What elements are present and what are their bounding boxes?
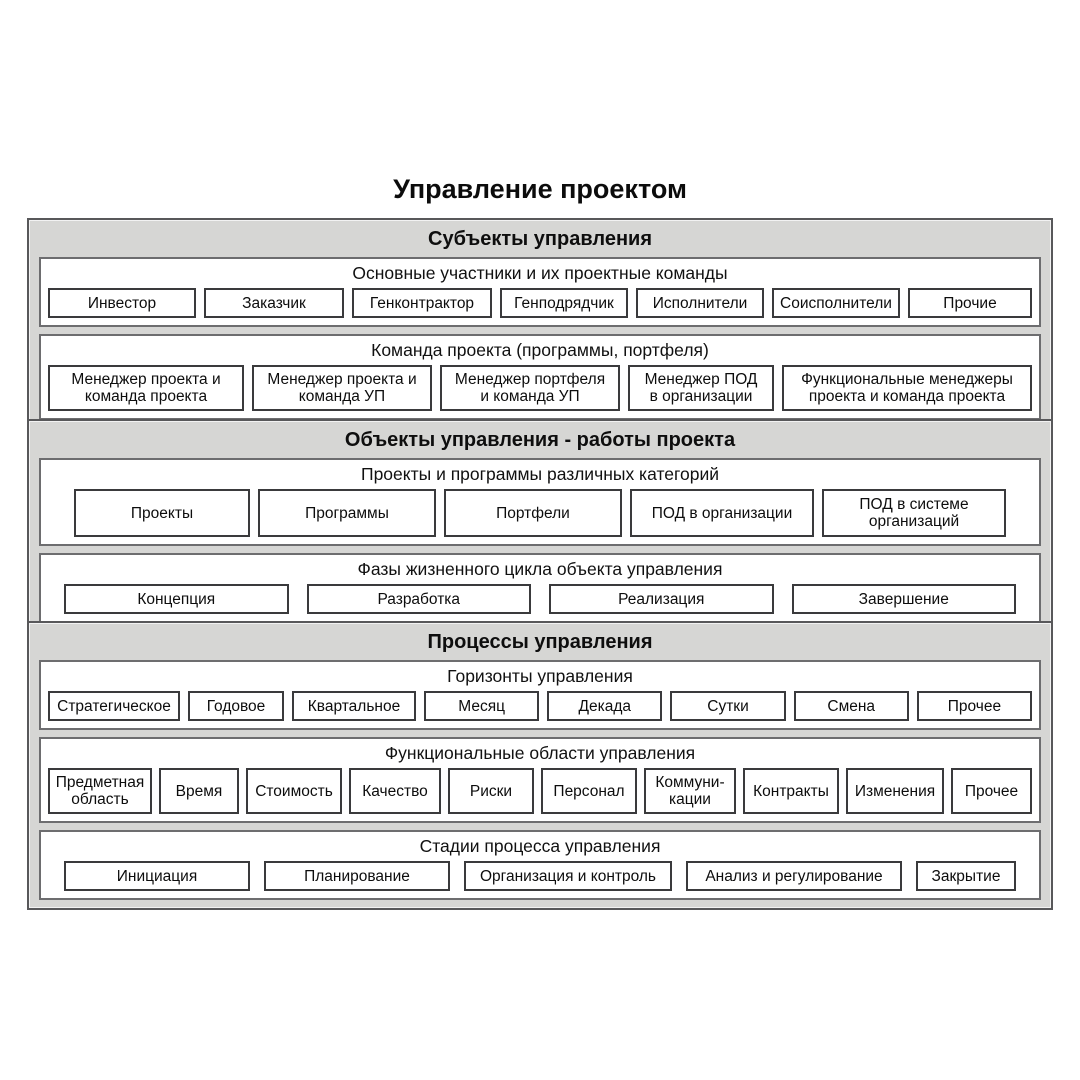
item-stage-planning[interactable]: Планирование xyxy=(264,861,450,891)
group-title-functional-areas: Функциональные области управления xyxy=(384,743,696,763)
item-horizon-quarterly[interactable]: Квартальное xyxy=(292,691,416,721)
section-title-processes: Процессы управления xyxy=(427,631,653,653)
item-genpodryadchik[interactable]: Генподрядчик xyxy=(500,288,628,318)
item-horizon-day[interactable]: Сутки xyxy=(670,691,786,721)
item-stage-closure[interactable]: Закрытие xyxy=(916,861,1016,891)
item-area-personnel[interactable]: Персонал xyxy=(541,768,637,814)
section-subjects: Субъекты управления Основные участники и… xyxy=(27,218,1053,430)
item-functional-managers[interactable]: Функциональные менеджеры проекта и коман… xyxy=(782,365,1032,411)
item-horizon-shift[interactable]: Смена xyxy=(793,691,909,721)
page-title: Управление проектом xyxy=(393,174,687,204)
item-horizon-month[interactable]: Месяц xyxy=(424,691,540,721)
section-processes: Процессы управления Горизонты управления… xyxy=(27,621,1053,910)
item-horizon-decade[interactable]: Декада xyxy=(547,691,663,721)
group-functional-areas: Функциональные области управления Предме… xyxy=(39,737,1041,823)
group-title-process-stages: Стадии процесса управления xyxy=(419,836,661,856)
item-programs[interactable]: Программы xyxy=(258,489,436,537)
item-area-other[interactable]: Прочее xyxy=(951,768,1032,814)
row-projects-programs: Проекты Программы Портфели ПОД в организ… xyxy=(48,489,1032,537)
row-functional-areas: Предметная область Время Стоимость Качес… xyxy=(48,768,1032,814)
item-pod-in-system-of-organizations[interactable]: ПОД в системе организаций xyxy=(822,489,1006,537)
item-area-cost[interactable]: Стоимость xyxy=(246,768,342,814)
item-horizon-annual[interactable]: Годовое xyxy=(188,691,284,721)
item-area-communications[interactable]: Коммуни- кации xyxy=(644,768,736,814)
item-co-performers[interactable]: Соисполнители xyxy=(772,288,900,318)
item-phase-development[interactable]: Разработка xyxy=(306,584,531,614)
group-horizons: Горизонты управления Стратегическое Годо… xyxy=(39,660,1041,730)
section-objects: Объекты управления - работы проекта Прое… xyxy=(27,419,1053,633)
item-portfolios[interactable]: Портфели xyxy=(444,489,622,537)
item-project-manager-and-pm-team[interactable]: Менеджер проекта и команда УП xyxy=(252,365,432,411)
item-phase-concept[interactable]: Концепция xyxy=(64,584,289,614)
row-project-team: Менеджер проекта и команда проекта Менед… xyxy=(48,365,1032,411)
item-area-quality[interactable]: Качество xyxy=(349,768,441,814)
item-horizon-strategic[interactable]: Стратегическое xyxy=(48,691,180,721)
item-customer[interactable]: Заказчик xyxy=(204,288,344,318)
item-area-subject-area[interactable]: Предметная область xyxy=(48,768,152,814)
item-gencontractor[interactable]: Генконтрактор xyxy=(352,288,492,318)
item-area-contracts[interactable]: Контракты xyxy=(743,768,839,814)
item-stage-analysis-and-regulation[interactable]: Анализ и регулирование xyxy=(686,861,902,891)
item-phase-completion[interactable]: Завершение xyxy=(791,584,1016,614)
group-title-lifecycle-phases: Фазы жизненного цикла объекта управления xyxy=(357,559,723,579)
group-projects-programs: Проекты и программы различных категорий … xyxy=(39,458,1041,546)
group-main-participants: Основные участники и их проектные команд… xyxy=(39,257,1041,327)
row-horizons: Стратегическое Годовое Квартальное Месяц… xyxy=(48,691,1033,721)
item-stage-initiation[interactable]: Инициация xyxy=(64,861,250,891)
section-title-objects: Объекты управления - работы проекта xyxy=(344,429,736,451)
item-project-manager-and-project-team[interactable]: Менеджер проекта и команда проекта xyxy=(48,365,244,411)
row-main-participants: Инвестор Заказчик Генконтрактор Генподря… xyxy=(48,288,1032,318)
group-title-project-team: Команда проекта (программы, портфеля) xyxy=(371,340,709,360)
item-other-participants[interactable]: Прочие xyxy=(908,288,1032,318)
item-projects[interactable]: Проекты xyxy=(74,489,250,537)
item-pod-manager-in-organization[interactable]: Менеджер ПОД в организации xyxy=(628,365,774,411)
item-performers[interactable]: Исполнители xyxy=(636,288,764,318)
item-pod-in-organization[interactable]: ПОД в организации xyxy=(630,489,814,537)
row-lifecycle-phases: Концепция Разработка Реализация Завершен… xyxy=(48,584,1032,614)
group-project-team: Команда проекта (программы, портфеля) Ме… xyxy=(39,334,1041,420)
group-title-horizons: Горизонты управления xyxy=(447,666,633,686)
item-horizon-other[interactable]: Прочее xyxy=(916,691,1033,721)
item-area-risks[interactable]: Риски xyxy=(448,768,534,814)
section-title-subjects: Субъекты управления xyxy=(428,228,652,250)
group-title-projects-programs: Проекты и программы различных категорий xyxy=(360,464,720,484)
item-portfolio-manager-and-pm-team[interactable]: Менеджер портфеля и команда УП xyxy=(440,365,620,411)
item-phase-implementation[interactable]: Реализация xyxy=(549,584,774,614)
group-title-main-participants: Основные участники и их проектные команд… xyxy=(352,263,728,283)
row-process-stages: Инициация Планирование Организация и кон… xyxy=(48,861,1032,891)
group-process-stages: Стадии процесса управления Инициация Пла… xyxy=(39,830,1041,900)
item-investor[interactable]: Инвестор xyxy=(48,288,196,318)
group-lifecycle-phases: Фазы жизненного цикла объекта управления… xyxy=(39,553,1041,623)
item-area-time[interactable]: Время xyxy=(159,768,239,814)
item-area-changes[interactable]: Изменения xyxy=(846,768,944,814)
item-stage-organization-and-control[interactable]: Организация и контроль xyxy=(464,861,672,891)
